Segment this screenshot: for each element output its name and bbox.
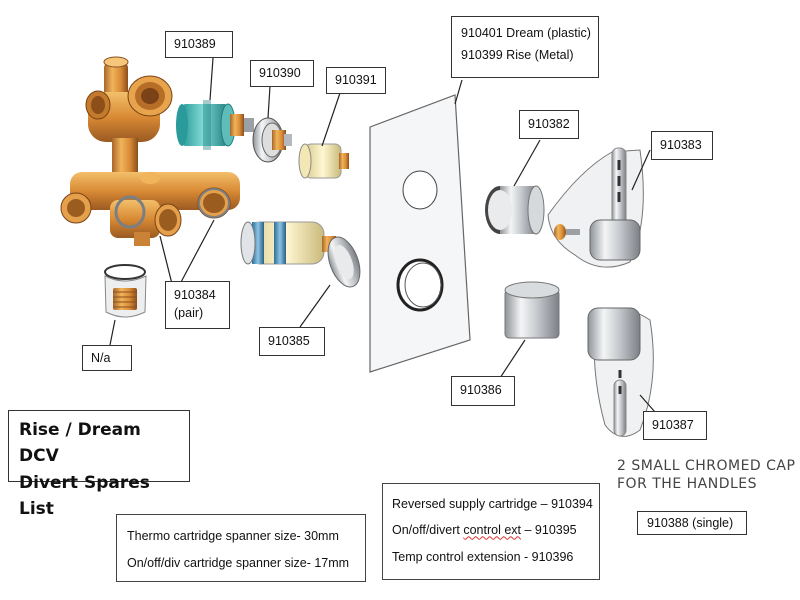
brass-valve-body: [60, 56, 240, 246]
spanner-divert: On/off/div cartridge spanner size- 17mm: [127, 555, 350, 570]
label-faceplate-dream: 910401 Dream (plastic): [461, 26, 591, 40]
divert-control-extension: On/off/divert control ext – 910395: [392, 517, 590, 543]
label-910389: 910389: [165, 31, 233, 58]
label-910382: 910382: [519, 110, 579, 139]
temperature-handle-910383: [547, 147, 644, 268]
label-910384: 910384 (pair): [165, 281, 230, 329]
caption-line-2: FOR THE HANDLES: [617, 475, 758, 492]
label-910383: 910383: [651, 131, 713, 160]
na-fitting: [104, 264, 147, 318]
label-na: N/a: [82, 345, 132, 371]
label-910387: 910387: [643, 411, 707, 440]
label-910391-text: 910391: [335, 73, 377, 87]
spanner-thermo: Thermo cartridge spanner size- 30mm: [127, 529, 339, 543]
label-910391: 910391: [326, 67, 386, 94]
title-line-2: Divert Spares List: [19, 472, 150, 520]
thermostatic-cartridge-910385: [240, 221, 361, 288]
extension-parts-note: Reversed supply cartridge – 910394 On/of…: [382, 483, 600, 580]
label-faceplate-rise: 910399 Rise (Metal): [461, 47, 574, 62]
label-910385-text: 910385: [268, 334, 310, 348]
leader-lines: [109, 57, 656, 413]
chromed-cap-caption: 2 SMALL CHROMED CAP FOR THE HANDLES: [617, 458, 795, 493]
label-910386-text: 910386: [460, 383, 502, 397]
divert-handle-910387: [587, 307, 654, 437]
label-910387-text: 910387: [652, 418, 694, 432]
label-910390: 910390: [250, 60, 314, 87]
divert-ext-c: – 910395: [521, 523, 577, 538]
title-line-1: Rise / Dream DCV: [19, 420, 141, 467]
label-na-text: N/a: [91, 351, 111, 365]
divert-ext-a: On/off/divert: [392, 523, 464, 538]
label-910383-text: 910383: [660, 138, 702, 152]
shroud-910382: [485, 185, 545, 235]
label-910384-text: 910384: [174, 288, 216, 302]
label-faceplate: 910401 Dream (plastic) 910399 Rise (Meta…: [451, 16, 599, 78]
shroud-910386: [504, 281, 560, 339]
label-910384-qty: (pair): [174, 306, 204, 321]
divert-ext-b: control ext: [463, 523, 522, 538]
label-910386: 910386: [451, 376, 515, 406]
ring-nut-910390: [252, 117, 292, 163]
label-910390-text: 910390: [259, 66, 301, 80]
label-910382-text: 910382: [528, 117, 570, 131]
divert-cartridge-910391: [298, 143, 349, 179]
caption-line-1: 2 SMALL CHROMED CAP: [617, 458, 796, 474]
spanner-size-note: Thermo cartridge spanner size- 30mm On/o…: [116, 514, 366, 582]
label-910388: 910388 (single): [637, 511, 747, 535]
faceplate: [369, 94, 471, 373]
label-910388-text: 910388 (single): [647, 516, 734, 530]
label-910385: 910385: [259, 327, 325, 356]
reversed-supply-cartridge: Reversed supply cartridge – 910394: [392, 497, 593, 511]
thermostatic-cartridge: [176, 100, 254, 150]
page-title: Rise / Dream DCV Divert Spares List: [8, 410, 190, 519]
temp-control-extension: Temp control extension - 910396: [392, 549, 574, 564]
label-910389-text: 910389: [174, 37, 216, 51]
